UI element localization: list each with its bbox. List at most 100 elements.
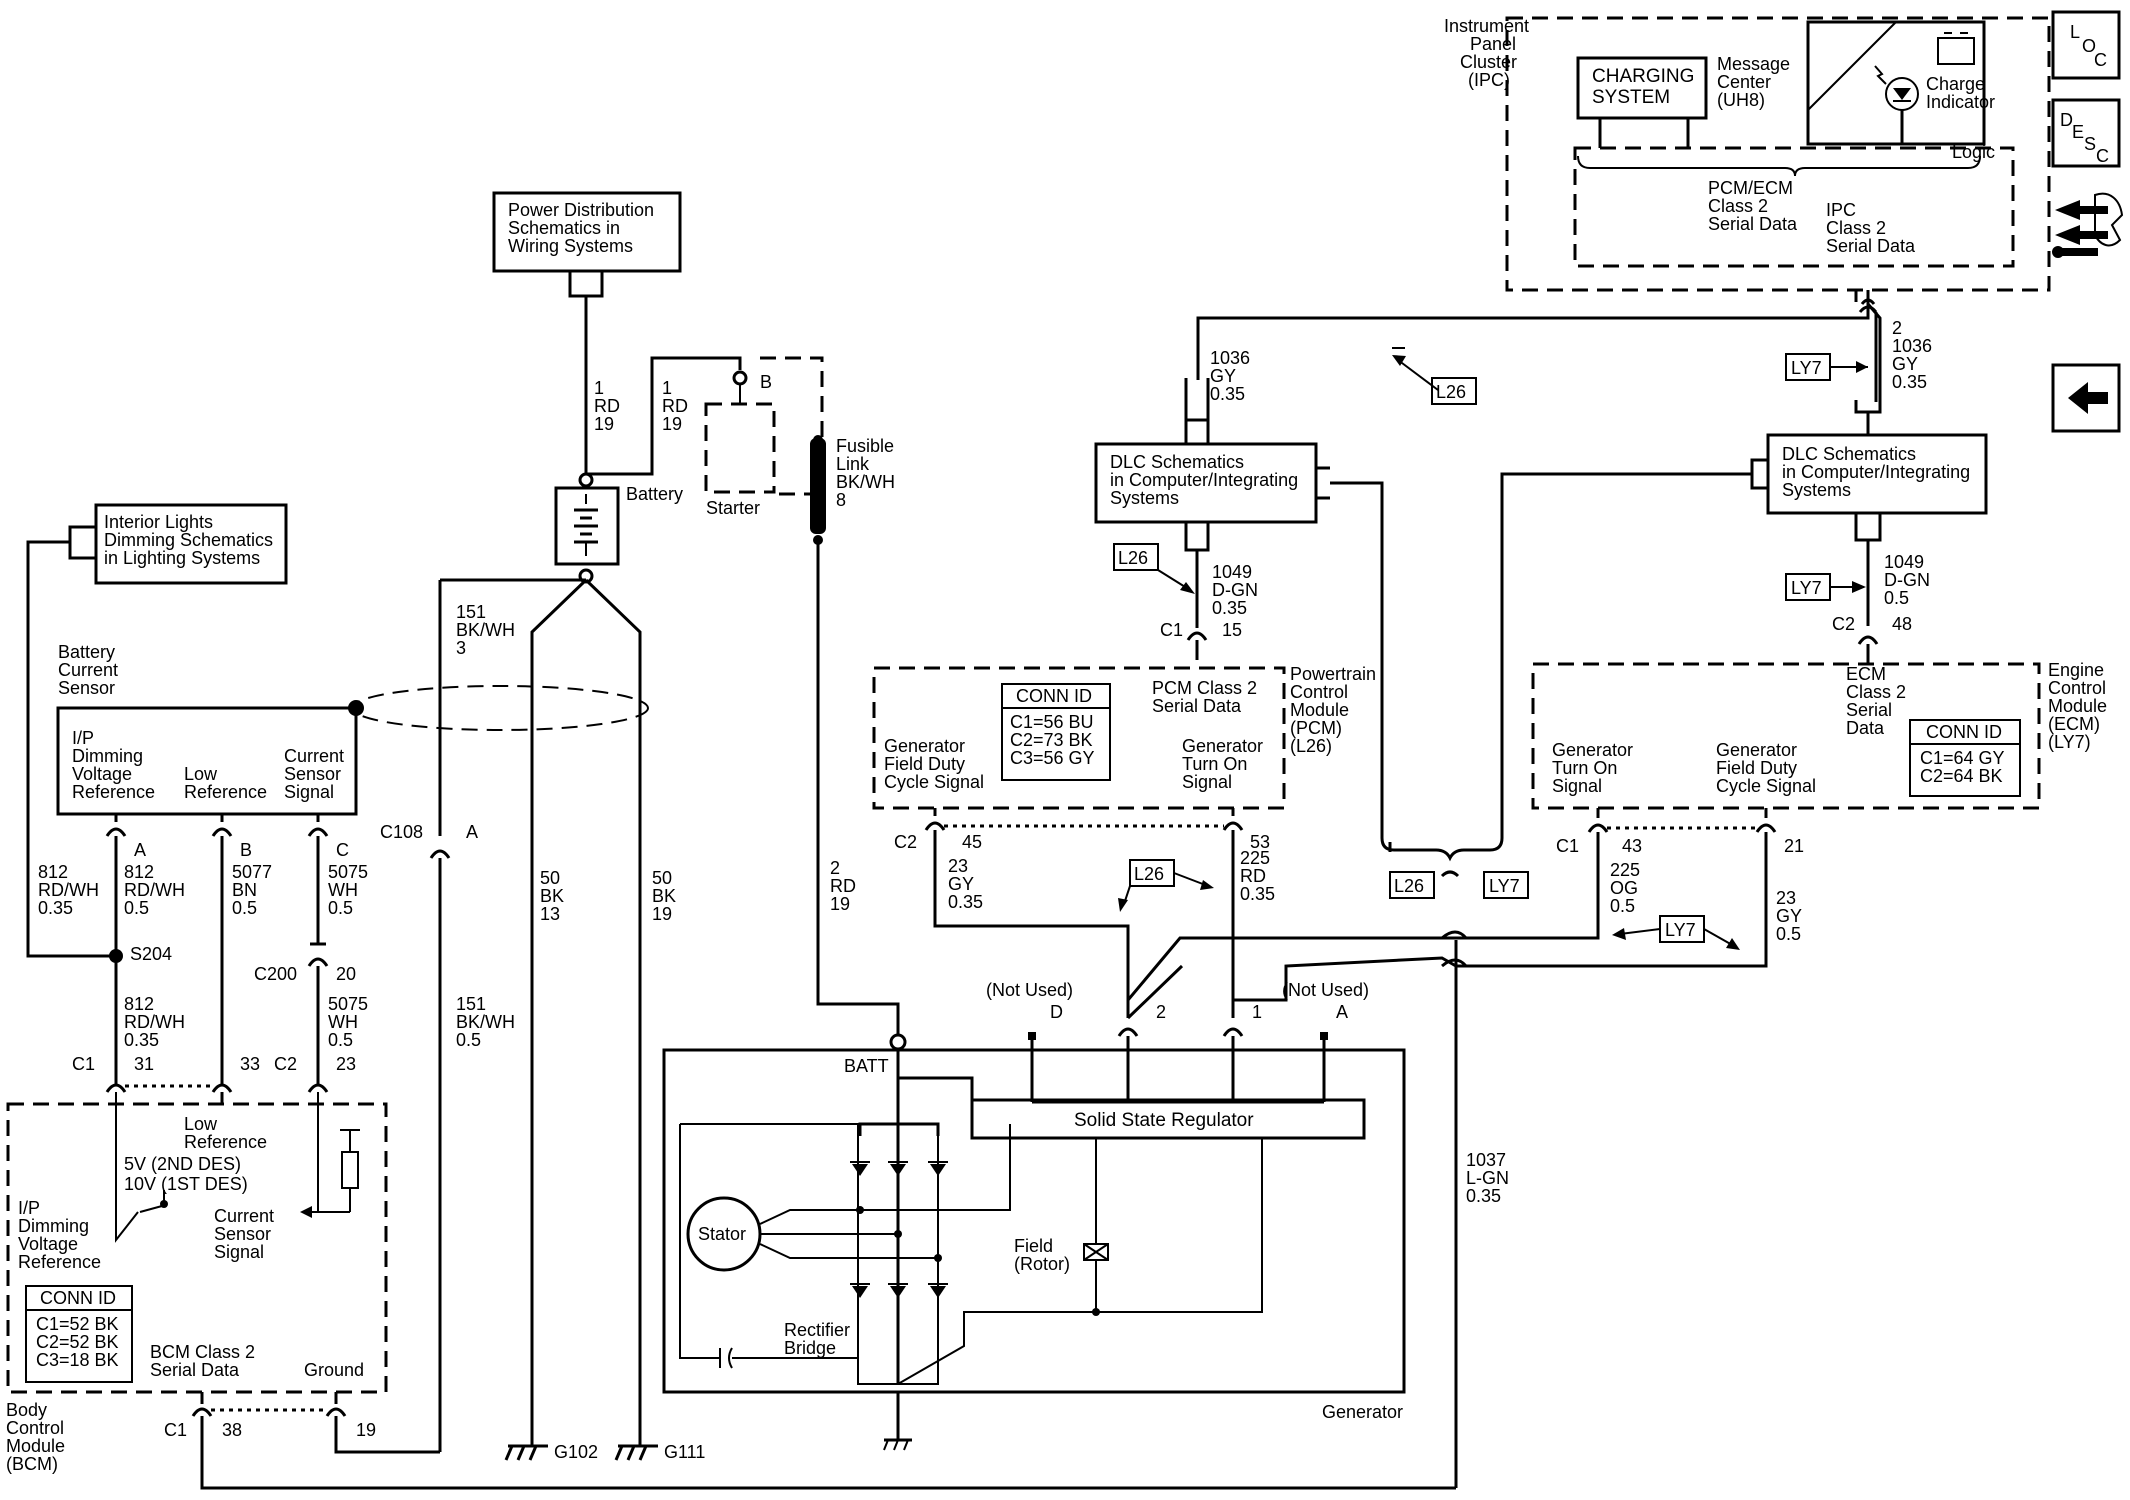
w2-rd-1: 2 [830,858,840,878]
l26-tag-pcm-label: L26 [1134,864,1164,884]
loc-button[interactable]: L O C [2051,10,2121,80]
pcm-ecm-data-label-3: Serial Data [1708,214,1798,234]
w1-left-3: 19 [594,414,614,434]
pcm-conn-id-c1: C1=56 BU [1010,712,1094,732]
charging-system-label-2: SYSTEM [1592,87,1670,108]
w1-right-3: 19 [662,414,682,434]
w23-left-2: GY [948,874,974,894]
w50-19-2: BK [652,886,676,906]
fusible-label-2: Link [836,454,870,474]
ecm-21: 21 [1784,836,1804,856]
w225-left-label-3: 0.35 [1240,884,1275,904]
ipc-label-3: Cluster [1460,52,1517,72]
bcs-pin-a-4: Reference [72,782,155,802]
w1049-left-label-3: 0.35 [1212,598,1247,618]
bcm-module: Low Reference 5V (2ND DES) 10V (1ST DES)… [6,1092,388,1394]
ecm-43: 43 [1622,836,1642,856]
power-dist-label-3: Wiring Systems [508,236,633,256]
dlc-right-label-1: DLC Schematics [1782,444,1916,464]
desc-letter-e: E [2072,122,2084,142]
fusible-label-4: 8 [836,490,846,510]
w812-a-1: 812 [38,862,68,882]
w1036-right-label-1: 2 [1892,318,1902,338]
pcm-turnon-3: Signal [1182,772,1232,792]
ecm-data-4: Data [1846,718,1885,738]
bcm-ipdim-4: Reference [18,1252,101,1272]
fusible-label-3: BK/WH [836,472,895,492]
ecm-name-3: Module [2048,696,2107,716]
pcm-name-5: (L26) [1290,736,1332,756]
pcm-turnon-2: Turn On [1182,754,1247,774]
dlc-left-label-3: Systems [1110,488,1179,508]
w151-bot-1: 151 [456,994,486,1014]
w5077-1: 5077 [232,862,272,882]
c108-pin: A [466,822,478,842]
pin-2: 2 [1156,1002,1166,1022]
c200-label: C200 [254,964,297,984]
c200-pin: 20 [336,964,356,984]
w2-rd-3: 19 [830,894,850,914]
w1049-right-label-1: 1049 [1884,552,1924,572]
generator-label: Generator [1322,1402,1403,1422]
l26-tag-top: L26 [1392,347,1477,405]
bcs-pin-a-2: Dimming [72,746,143,766]
back-button[interactable] [2051,363,2121,433]
pin-c-label: C [336,840,349,860]
bcm-conn-id-title: CONN ID [40,1288,116,1308]
bcm-31: 31 [134,1054,154,1074]
w2-rd-2: RD [830,876,856,896]
w23-right-2: GY [1776,906,1802,926]
field-rotor: Field (Rotor) [897,1138,1263,1385]
rectifier-label-1: Rectifier [784,1320,850,1340]
c108-connector: C108 A [380,822,478,1452]
g102-label: G102 [554,1442,598,1462]
bcm-current-2: Sensor [214,1224,271,1244]
bcm-name-2: Control [6,1418,64,1438]
bcm-name-1: Body [6,1400,47,1420]
power-dist-label-2: Schematics in [508,218,620,238]
w225-right-1: 225 [1610,860,1640,880]
desc-button[interactable]: D E S C [2051,98,2121,168]
ly7-tag-junction-label: LY7 [1489,876,1520,896]
pcm-data-1: PCM Class 2 [1152,678,1257,698]
pcm-name-2: Control [1290,682,1348,702]
desc-letter-d: D [2060,110,2073,130]
l26-tag-top-label: L26 [1436,382,1466,402]
w1036-left-label-1: 1036 [1210,348,1250,368]
dlc-right-label-3: Systems [1782,480,1851,500]
pin-b-label: B [240,840,252,860]
dlc-right-label-2: in Computer/Integrating [1782,462,1970,482]
ipc-data-label-2: Class 2 [1826,218,1886,238]
pcm-ecm-data-label-1: PCM/ECM [1708,178,1793,198]
bcm-c1-label: C1 [72,1054,95,1074]
desc-letter-s: S [2084,134,2096,154]
w50-19-3: 19 [652,904,672,924]
w50-13-2: BK [540,886,564,906]
interior-lights-label-3: in Lighting Systems [104,548,260,568]
connector-view-icon[interactable] [2052,192,2124,258]
desc-letter-c: C [2096,146,2109,166]
sensor-pins: A B C [105,814,349,860]
ly7-tag-dlc: LY7 [1785,573,1866,601]
w812-b-3: 0.5 [124,898,149,918]
bcs-pin-c-2: Sensor [284,764,341,784]
w1036-right-label-4: 0.35 [1892,372,1927,392]
ecm-field-1: Generator [1716,740,1797,760]
ecm-field-2: Field Duty [1716,758,1797,778]
w1049-right-label-2: D-GN [1884,570,1930,590]
power-dist-label-1: Power Distribution [508,200,654,220]
ly7-tag-ecm-label: LY7 [1665,920,1696,940]
loc-letter-l: L [2070,22,2080,42]
field-label-1: Field [1014,1236,1053,1256]
bcm-current-1: Current [214,1206,274,1226]
pcm-c1-pin: 15 [1222,620,1242,640]
not-used-d: (Not Used) [986,980,1073,1000]
bcm-low-ref-2: Reference [184,1132,267,1152]
ground-g102: G102 [504,1442,598,1462]
pcm-53: 53 [1250,832,1270,852]
field-label-2: (Rotor) [1014,1254,1070,1274]
bcm-conn-id-c2: C2=52 BK [36,1332,119,1352]
ly7-tag-dlc-label: LY7 [1791,578,1822,598]
w151-top-2: BK/WH [456,620,515,640]
bcs-pin-c-1: Current [284,746,344,766]
